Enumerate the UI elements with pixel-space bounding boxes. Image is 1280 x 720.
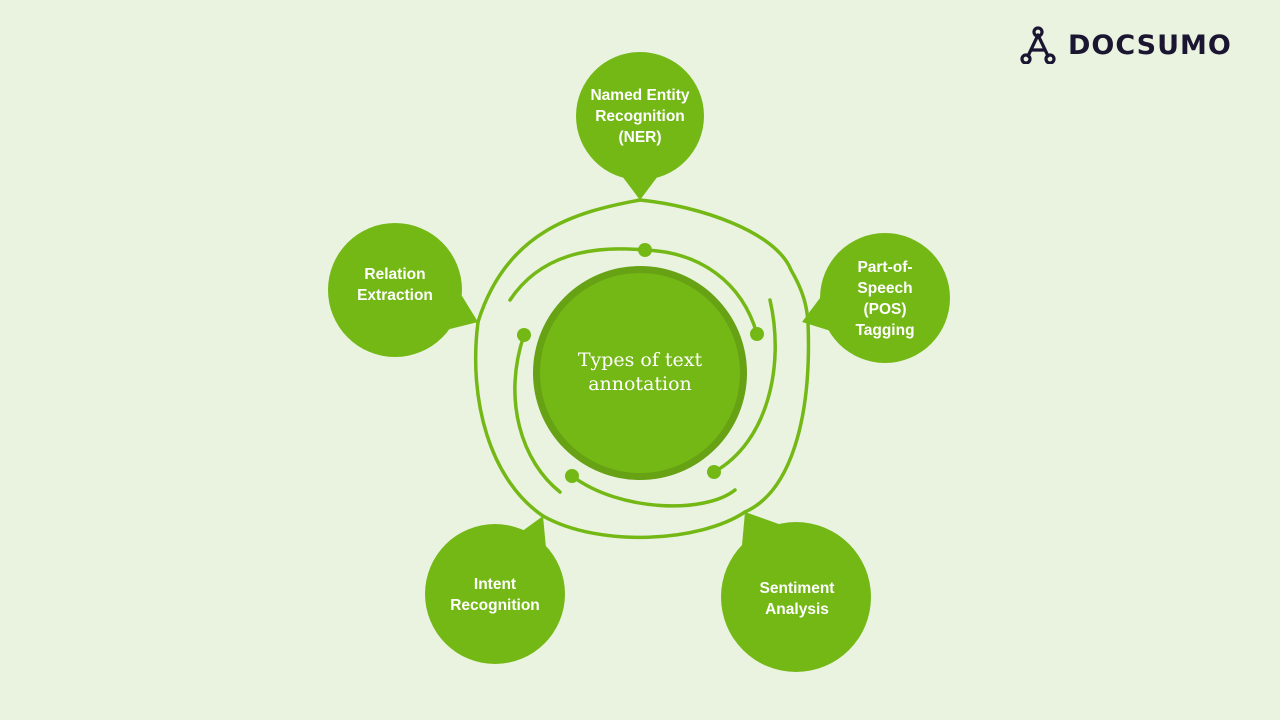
arc-dot <box>565 469 579 483</box>
outer-connector-lines <box>473 198 811 540</box>
node-label-intent: Intent Recognition <box>450 576 540 614</box>
connector-ner-to-pos <box>638 198 810 324</box>
brand-name: DOCSUMO <box>1068 29 1232 61</box>
node-label-sentiment: Sentiment Analysis <box>759 580 835 618</box>
connector-relation-to-ner <box>476 198 642 324</box>
bubble-pos <box>802 233 950 363</box>
center-circle <box>533 266 747 480</box>
arc-dot <box>517 328 531 342</box>
node-label-pos: Part-of- Speech (POS) Tagging <box>855 259 915 339</box>
node-bubbles <box>328 52 950 672</box>
node-label-relation: Relation Extraction <box>357 266 433 304</box>
connector-pos-to-sentiment <box>743 320 811 514</box>
center-label: Types of text annotation <box>577 349 703 395</box>
inner-arc-3 <box>570 474 737 508</box>
bubble-relation <box>328 223 478 357</box>
arc-dot <box>750 327 764 341</box>
arc-dot <box>707 465 721 479</box>
inner-arc-1 <box>643 248 759 336</box>
bubble-ner <box>576 52 704 200</box>
inner-arc-4 <box>513 333 562 494</box>
bubble-sentiment <box>721 512 871 672</box>
node-label-ner: Named Entity Recognition (NER) <box>590 86 690 146</box>
inner-arc-5 <box>508 247 647 302</box>
inner-arc-dots <box>517 243 764 483</box>
network-icon <box>1020 26 1056 64</box>
connector-sentiment-to-intent <box>541 510 747 540</box>
arc-dot <box>638 243 652 257</box>
inner-arcs <box>508 247 777 508</box>
connector-intent-to-relation <box>473 320 545 518</box>
bubble-intent <box>425 516 565 664</box>
brand-logo[interactable]: DOCSUMO <box>1020 26 1232 64</box>
inner-arc-2 <box>712 298 777 474</box>
